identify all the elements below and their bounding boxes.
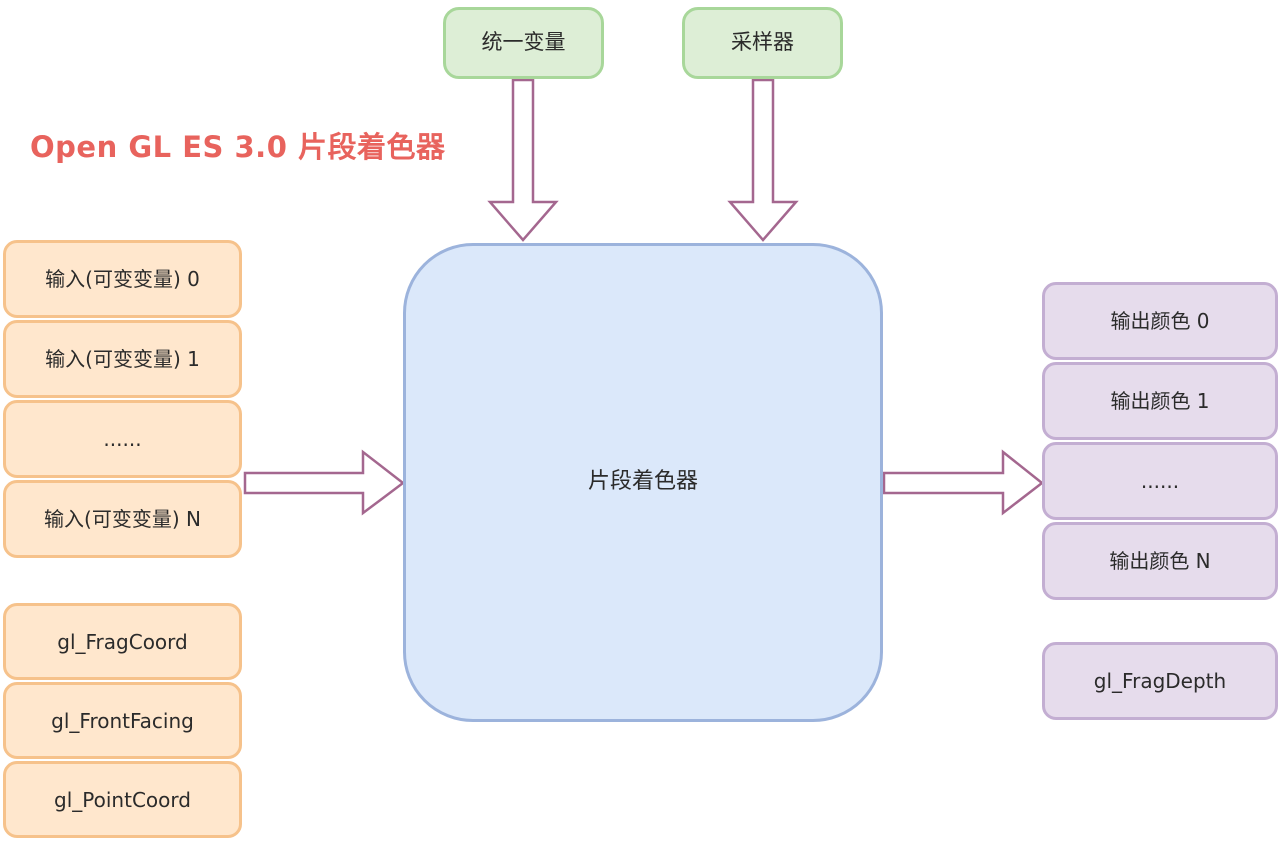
node-gl-fragcoord: gl_FragCoord [3, 603, 242, 680]
arrow-right-icon [243, 449, 406, 516]
arrow-down-icon [727, 78, 799, 242]
node-input-varying-n: 输入(可变变量) N [3, 480, 242, 558]
node-output-color-n: 输出颜色 N [1042, 522, 1278, 600]
node-label: 片段着色器 [587, 469, 698, 495]
node-label: 采样器 [731, 30, 794, 55]
node-output-color-1: 输出颜色 1 [1042, 362, 1278, 440]
node-gl-fragdepth: gl_FragDepth [1042, 642, 1278, 720]
node-label: ...... [103, 427, 142, 451]
node-output-color-0: 输出颜色 0 [1042, 282, 1278, 360]
node-label: ...... [1140, 469, 1180, 493]
node-label: 输入(可变变量) 1 [45, 347, 200, 371]
node-label: 输出颜色 N [1109, 549, 1211, 573]
node-label: 输入(可变变量) 0 [45, 267, 200, 291]
node-fragment-shader: 片段着色器 [403, 243, 883, 722]
node-uniform-variables: 统一变量 [443, 7, 604, 79]
node-gl-frontfacing: gl_FrontFacing [3, 682, 242, 759]
node-label: gl_PointCoord [54, 787, 191, 812]
node-label: gl_FrontFacing [51, 708, 194, 733]
node-samplers: 采样器 [682, 7, 843, 79]
node-label: gl_FragDepth [1093, 669, 1227, 693]
node-output-ellipsis: ...... [1042, 442, 1278, 520]
node-gl-pointcoord: gl_PointCoord [3, 761, 242, 838]
node-label: 统一变量 [481, 30, 566, 55]
node-label: 输入(可变变量) N [44, 507, 201, 531]
node-label: 输出颜色 1 [1110, 389, 1210, 413]
node-input-varying-1: 输入(可变变量) 1 [3, 320, 242, 398]
arrow-right-icon [882, 449, 1045, 516]
node-label: gl_FragCoord [57, 629, 188, 654]
node-input-varying-0: 输入(可变变量) 0 [3, 240, 242, 318]
node-label: 输出颜色 0 [1110, 309, 1210, 333]
page-title: Open GL ES 3.0 片段着色器 [30, 130, 446, 164]
arrow-down-icon [487, 78, 559, 242]
node-input-ellipsis: ...... [3, 400, 242, 478]
